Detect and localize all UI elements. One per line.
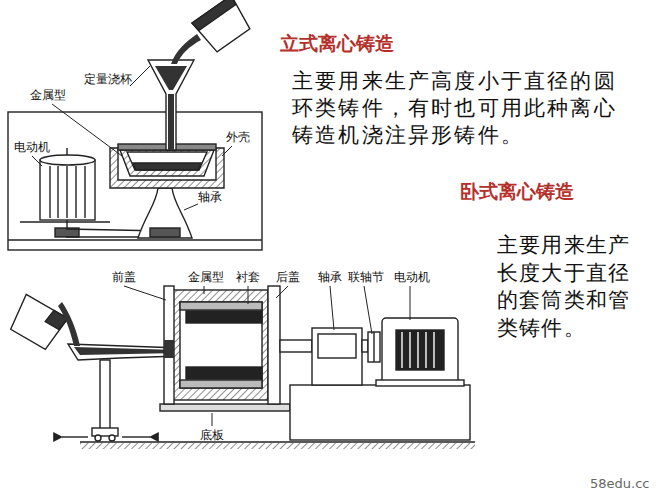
horizontal-machine-part bbox=[312, 328, 362, 385]
description-text: 主要用来生产长度大于直径的套筒类和管类铸件。 bbox=[497, 232, 637, 342]
section-heading: 立式离心铸造 bbox=[280, 32, 394, 55]
vertical-machine-part bbox=[150, 228, 180, 237]
vertical-machine-part bbox=[192, 0, 253, 54]
leader-lines-part bbox=[124, 286, 166, 300]
horizontal-machine-part bbox=[318, 334, 356, 358]
vertical-machine-part bbox=[40, 160, 95, 220]
vertical-machine-part bbox=[192, 0, 237, 31]
leader-lines-part bbox=[130, 66, 150, 86]
horizontal-machine-part bbox=[109, 435, 115, 441]
vertical-machine-part bbox=[168, 94, 174, 150]
vertical-machine-part bbox=[155, 66, 187, 90]
vertical-machine-part bbox=[138, 188, 192, 238]
horizontal-machine-part bbox=[80, 443, 475, 449]
leader-lines-part bbox=[364, 286, 372, 334]
vertical-machine-part bbox=[120, 150, 214, 176]
horizontal-machine-part bbox=[74, 347, 178, 355]
leader-lines-part bbox=[410, 286, 411, 320]
horizontal-machine-part bbox=[186, 367, 262, 379]
vertical-machine-part bbox=[133, 163, 201, 170]
part-label: 联轴节 bbox=[348, 270, 384, 284]
horizontal-machine bbox=[7, 286, 475, 449]
part-label: 前盖 bbox=[112, 270, 136, 284]
vertical-machine-part bbox=[66, 148, 67, 155]
vertical-machine-part bbox=[192, 0, 253, 54]
part-label: 底板 bbox=[200, 428, 224, 442]
leader-lines-part bbox=[204, 286, 205, 294]
part-label: 外壳 bbox=[226, 130, 250, 144]
leader-lines-part bbox=[212, 413, 213, 426]
horizontal-machine-part bbox=[122, 436, 150, 437]
horizontal-machine-part bbox=[92, 428, 118, 436]
horizontal-machine-part bbox=[186, 311, 262, 323]
horizontal-machine-part bbox=[164, 286, 174, 404]
part-label: 定量浇杯 bbox=[84, 72, 132, 86]
vertical-machine-part bbox=[148, 60, 194, 150]
horizontal-machine-part bbox=[362, 340, 368, 352]
horizontal-machine-part bbox=[280, 340, 312, 352]
horizontal-machine-part bbox=[62, 436, 88, 437]
horizontal-machine-part bbox=[268, 286, 280, 404]
vertical-machine-part bbox=[110, 148, 224, 188]
part-label: 电动机 bbox=[14, 140, 50, 154]
horizontal-machine-part bbox=[7, 294, 68, 351]
horizontal-machine-part bbox=[409, 332, 410, 368]
vertical-machine-part bbox=[127, 152, 207, 170]
leader-lines-part bbox=[52, 104, 122, 156]
leader-lines-part bbox=[184, 204, 198, 210]
part-label: 后盖 bbox=[276, 270, 300, 284]
leader-lines-part bbox=[248, 286, 249, 304]
leader-lines-part bbox=[222, 146, 232, 156]
horizontal-machine-part bbox=[68, 344, 180, 360]
vertical-machine-part bbox=[40, 155, 95, 165]
leader-lines-part bbox=[32, 156, 42, 166]
horizontal-machine-part bbox=[100, 360, 110, 430]
horizontal-machine-part bbox=[376, 380, 464, 386]
horizontal-machine-part bbox=[180, 302, 262, 310]
horizontal-machine-part bbox=[290, 385, 470, 440]
part-label: 轴承 bbox=[318, 270, 342, 284]
horizontal-machine-part bbox=[373, 332, 374, 362]
horizontal-machine-part bbox=[433, 332, 434, 368]
horizontal-machine-part bbox=[382, 318, 458, 384]
horizontal-machine-part bbox=[164, 340, 174, 358]
part-label: 金属型 bbox=[188, 270, 224, 284]
part-label: 衬套 bbox=[236, 270, 260, 284]
horizontal-machine-part bbox=[401, 332, 402, 368]
vertical-machine-part bbox=[171, 34, 201, 64]
section-heading: 卧式离心铸造 bbox=[460, 180, 574, 203]
horizontal-machine-part bbox=[58, 302, 80, 346]
vertical-machine bbox=[8, 0, 262, 250]
horizontal-machine-part bbox=[417, 332, 418, 368]
horizontal-machine-part bbox=[425, 332, 426, 368]
part-label: 轴承 bbox=[198, 190, 222, 204]
horizontal-machine-part bbox=[396, 330, 444, 370]
leader-lines-part bbox=[276, 286, 288, 298]
vertical-machine-part bbox=[8, 112, 262, 250]
watermark: 58edu.cc bbox=[590, 476, 649, 492]
vertical-machine-part bbox=[8, 239, 262, 240]
vertical-machine-part bbox=[49, 166, 50, 218]
vertical-machine-part bbox=[20, 221, 110, 222]
horizontal-machine-part bbox=[180, 380, 262, 388]
horizontal-machine-part bbox=[180, 302, 262, 388]
vertical-machine-part bbox=[66, 166, 67, 218]
leader-lines-part bbox=[330, 286, 334, 330]
vertical-machine-part bbox=[84, 166, 85, 218]
vertical-machine-part bbox=[57, 166, 58, 218]
description-text: 主要用来生产高度小于直径的圆环类铸件，有时也可用此种离心铸造机浇注异形铸件。 bbox=[292, 68, 628, 149]
horizontal-machine-part bbox=[7, 294, 68, 351]
horizontal-machine-part bbox=[80, 441, 475, 442]
vertical-machine-part bbox=[75, 166, 76, 218]
part-label: 金属型 bbox=[30, 88, 66, 102]
horizontal-machine-part bbox=[368, 332, 380, 362]
horizontal-machine-part bbox=[172, 290, 268, 400]
horizontal-machine-part bbox=[95, 435, 101, 441]
horizontal-machine-part bbox=[160, 404, 290, 411]
part-label: 电动机 bbox=[394, 270, 430, 284]
